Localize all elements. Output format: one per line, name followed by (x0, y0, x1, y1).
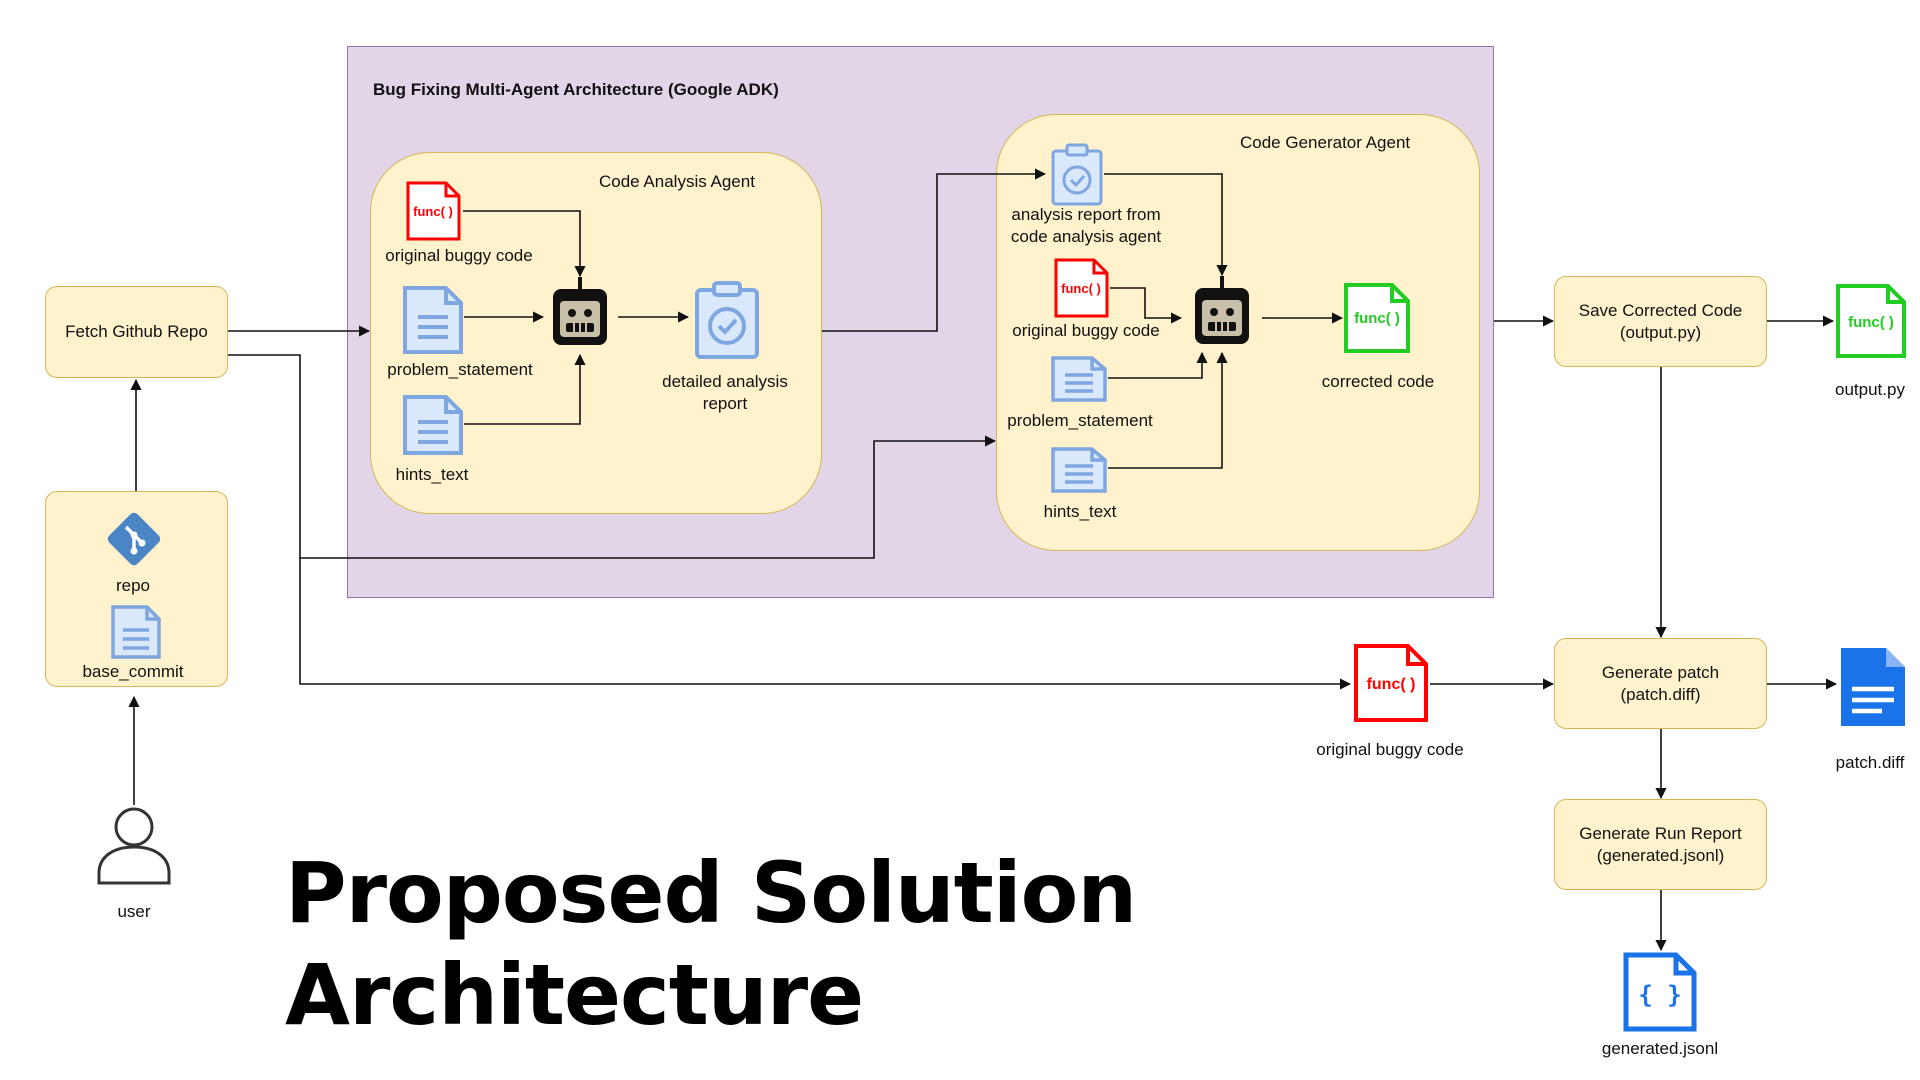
save-corrected-code-box: Save Corrected Code (output.py) (1554, 276, 1767, 367)
edge-gen-report-to-robot (1104, 173, 1228, 277)
generator-problem-statement-doc-icon (1051, 356, 1107, 402)
analysis-input-hints-text-label: hints_text (395, 465, 469, 484)
base-commit-label: base_commit (82, 662, 184, 681)
page-title-line1: Proposed Solution (285, 844, 1137, 942)
generate-patch-box: Generate patch (patch.diff) (1554, 638, 1767, 729)
analysis-input-buggy-code-label: original buggy code (385, 246, 533, 265)
code-generator-agent-title: Code Generator Agent (1240, 133, 1411, 152)
svg-text:func( ): func( ) (1367, 676, 1416, 693)
hints-text-doc-icon (403, 395, 463, 455)
corrected-code-func-icon: func( ) (1344, 283, 1410, 353)
generator-input-hints-text-label: hints_text (1043, 502, 1117, 521)
edge-fetch-to-buggy-code (299, 558, 1352, 690)
generated-jsonl-icon: { } (1623, 952, 1697, 1032)
generate-patch-file: (patch.diff) (1620, 684, 1701, 704)
fetch-github-repo-label: Fetch Github Repo (65, 322, 208, 341)
svg-text:func( ): func( ) (413, 204, 453, 219)
analysis-input-problem-statement-label: problem_statement (387, 360, 533, 379)
edge-analysis-buggy-to-robot (463, 210, 586, 278)
page-title-line2: Architecture (285, 946, 864, 1044)
generate-run-report-box: Generate Run Report (generated.jsonl) (1554, 799, 1767, 890)
patch-diff-doc-icon (1841, 648, 1905, 726)
generator-buggy-code-func-icon: func( ) (1054, 258, 1109, 318)
repo-label: repo (115, 576, 151, 595)
generator-report-label: analysis report from code analysis agent (1010, 205, 1162, 246)
generated-jsonl-label: generated.jsonl (1601, 1039, 1719, 1058)
svg-text:func( ): func( ) (1061, 281, 1101, 296)
generate-run-report-file: (generated.jsonl) (1596, 845, 1725, 865)
output-py-label: output.py (1835, 380, 1905, 399)
analysis-report-clipboard-icon (695, 281, 759, 359)
fetch-github-repo-box: Fetch Github Repo (45, 286, 228, 378)
edge-analysis-to-generator (822, 168, 1047, 332)
generator-input-buggy-code-label: original buggy code (1012, 321, 1160, 340)
generate-run-report-label: Generate Run Report (1579, 823, 1742, 843)
patch-diff-label: patch.diff (1835, 753, 1905, 772)
svg-text:func( ): func( ) (1354, 310, 1400, 327)
generate-patch-label: Generate patch (1601, 662, 1720, 682)
edge-gen-buggy-to-robot (1110, 287, 1183, 324)
edge-gen-hints-to-robot (1108, 351, 1228, 469)
svg-text:func( ): func( ) (1848, 314, 1894, 331)
git-repo-icon (107, 512, 161, 566)
group-title: Bug Fixing Multi-Agent Architecture (Goo… (373, 80, 779, 99)
edge-analysis-hints-to-robot (464, 353, 586, 425)
generator-output-corrected-code-label: corrected code (1321, 372, 1435, 391)
save-corrected-code-file: (output.py) (1619, 322, 1702, 342)
generator-hints-text-doc-icon (1051, 447, 1107, 493)
bottom-buggy-code-label: original buggy code (1316, 740, 1464, 759)
user-label: user (117, 902, 151, 921)
generator-input-problem-statement-label: problem_statement (1007, 411, 1153, 430)
base-commit-doc-icon (111, 605, 161, 659)
save-corrected-code-label: Save Corrected Code (1578, 300, 1743, 320)
output-py-func-icon: func( ) (1836, 284, 1906, 358)
problem-statement-doc-icon (403, 286, 463, 354)
buggy-code-func-icon: func( ) (406, 181, 461, 241)
analysis-output-label: detailed analysis report (662, 372, 788, 413)
edge-fetch-to-generator (228, 354, 997, 559)
analysis-robot-icon (553, 277, 607, 345)
user-icon (97, 807, 171, 885)
buggy-code-func-icon-bottom: func( ) (1354, 644, 1428, 722)
generator-report-clipboard-icon (1051, 143, 1103, 206)
page-title: Proposed Solution Architecture (285, 842, 1185, 1046)
edge-gen-problem-to-robot (1108, 351, 1208, 379)
generator-robot-icon (1195, 276, 1249, 344)
svg-text:{ }: { } (1638, 981, 1681, 1009)
code-analysis-agent-title: Code Analysis Agent (599, 172, 755, 191)
